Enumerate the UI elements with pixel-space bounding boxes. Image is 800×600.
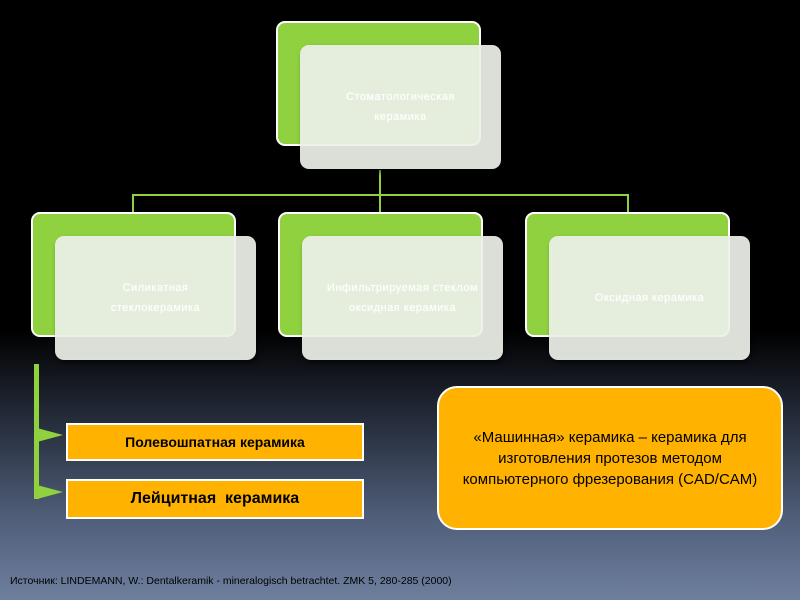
connector-left-down — [132, 194, 134, 212]
sub-item-feldspar: Полевошпатная керамика — [66, 423, 364, 461]
child-node-label: Оксидная керамика — [549, 236, 750, 360]
sub-arrow-2 — [37, 485, 63, 499]
child-node-label: Инфильтрируемая стеклом оксидная керамик… — [302, 236, 503, 360]
sub-arrow-1 — [37, 428, 63, 442]
machine-ceramics-text: «Машинная» керамика – керамика для изгот… — [462, 428, 758, 488]
sub-item-leucite: Лейцитная керамика — [66, 479, 364, 519]
connector-root-down — [379, 170, 381, 195]
sub-tree-line — [34, 364, 39, 499]
child-node-label: Силикатная стеклокерамика — [55, 236, 256, 360]
source-citation: Источник: LINDEMANN, W.: Dentalkeramik -… — [10, 575, 452, 587]
connector-middle-down — [379, 194, 381, 212]
root-node-label: Стоматологическая керамика — [300, 45, 501, 169]
sub-item-label: Лейцитная керамика — [130, 490, 300, 507]
sub-item-label: Полевошпатная керамика — [125, 434, 305, 450]
machine-ceramics-box: «Машинная» керамика – керамика для изгот… — [437, 386, 783, 530]
connector-right-down — [627, 194, 629, 212]
